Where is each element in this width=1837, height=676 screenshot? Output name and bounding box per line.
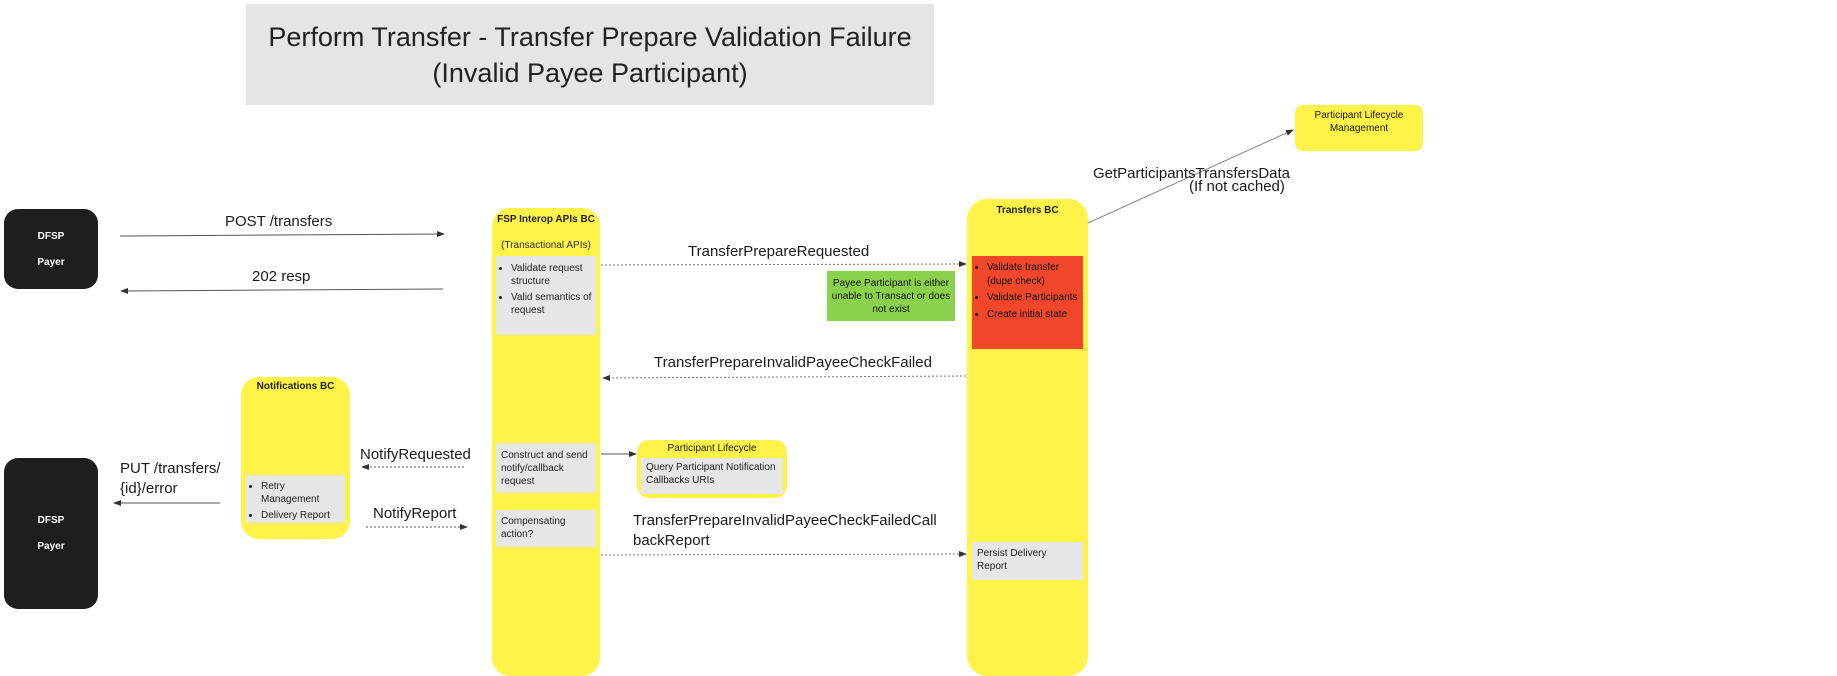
actor-line-1: DFSP <box>37 515 65 526</box>
payee-note: Payee Participant is either unable to Tr… <box>827 271 955 321</box>
notify-requested-label: NotifyRequested <box>360 446 471 463</box>
list-item: Validate request structure <box>511 262 596 288</box>
get-participants-label: GetParticipantsTransfersData <box>1093 165 1291 182</box>
participant-lifecycle-title: Participant Lifecycle <box>667 443 757 454</box>
transfer-prepare-requested-arrow <box>600 261 967 268</box>
title-line-2: (Invalid Payee Participant) <box>432 57 748 88</box>
notify-report-label: NotifyReport <box>373 505 457 522</box>
resp-202-arrow <box>120 287 444 294</box>
invalid-payee-check-arrow <box>602 374 967 381</box>
fsp-interop-subtitle: (Transactional APIs) <box>501 240 591 251</box>
list-item: Validate transfer (dupe check) <box>987 261 1083 288</box>
validate-request-step: Validate request structure Valid semanti… <box>496 256 596 335</box>
callback-report-label: TransferPrepareInvalidPayeeCheckFailedCa… <box>633 512 937 549</box>
validate-transfer-step: Validate transfer (dupe check) Validate … <box>972 256 1083 349</box>
put-error-label: PUT /transfers/ {id}/error <box>120 460 221 497</box>
actor-line-2: Payer <box>37 541 65 552</box>
title-line-1: Perform Transfer - Transfer Prepare Vali… <box>268 21 912 52</box>
query-callbacks-step: Query Participant Notification Callbacks… <box>641 458 783 494</box>
callback-report-arrow <box>600 551 967 558</box>
post-transfers-arrow <box>119 231 445 238</box>
construct-send-step: Construct and send notify/callback reque… <box>496 443 596 493</box>
invalid-payee-check-label: TransferPrepareInvalidPayeeCheckFailed <box>654 354 932 371</box>
notifications-bc-title: Notifications BC <box>256 381 335 392</box>
plm-line-1: Participant Lifecycle <box>1314 110 1404 121</box>
list-item: Valid semantics of request <box>511 291 596 317</box>
post-transfers-label: POST /transfers <box>225 213 333 230</box>
if-not-cached-label: (If not cached) <box>1189 178 1285 195</box>
plm-line-2: Management <box>1329 123 1389 134</box>
dfsp-payer-top: DFSP Payer <box>4 209 98 289</box>
transfers-bc-title: Transfers BC <box>996 205 1059 216</box>
list-item: Validate Participants <box>987 291 1083 305</box>
transfer-prepare-requested-label: TransferPrepareRequested <box>688 243 870 260</box>
diagram-title: Perform Transfer - Transfer Prepare Vali… <box>246 4 934 105</box>
list-item: Create initial state <box>987 308 1083 322</box>
actor-line-2: Payer <box>37 256 65 268</box>
notifications-steps: Retry Management Delivery Report <box>246 475 345 523</box>
compensating-action-step: Compensating action? <box>496 510 596 547</box>
participant-lifecycle-management: Participant Lifecycle Management <box>1295 105 1423 151</box>
dfsp-payer-bottom: DFSP Payer <box>4 458 98 609</box>
list-item: Retry Management <box>261 480 345 506</box>
list-item: Delivery Report <box>261 509 345 522</box>
resp-202-label: 202 resp <box>252 268 311 285</box>
get-participants-arrow <box>1087 129 1294 224</box>
fsp-interop-title: FSP Interop APIs BC <box>497 214 595 225</box>
persist-delivery-report-step: Persist Delivery Report <box>972 542 1083 580</box>
actor-line-1: DFSP <box>37 230 65 242</box>
